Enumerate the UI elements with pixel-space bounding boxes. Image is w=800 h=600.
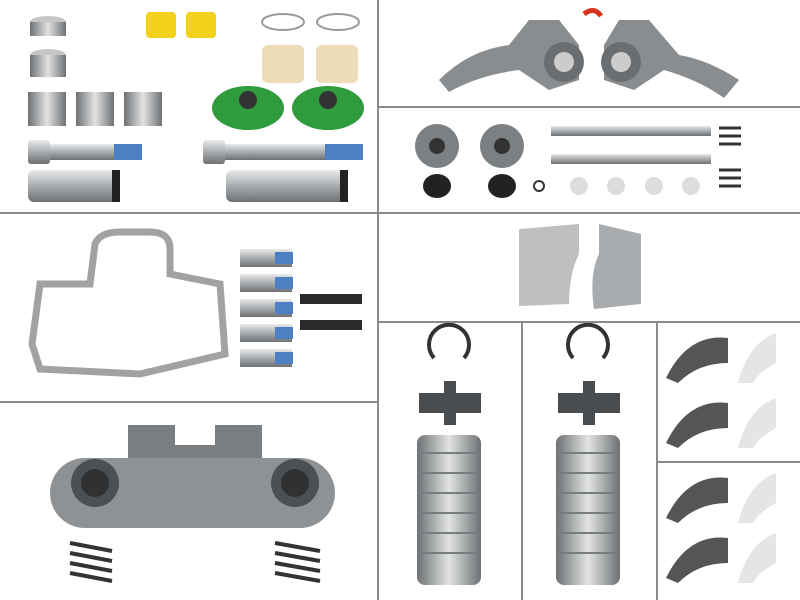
divider-bottom-v1	[521, 322, 523, 600]
tappet-boot-right-image	[523, 323, 656, 600]
divider-left-2	[0, 401, 378, 403]
green-seals	[212, 86, 364, 130]
divider-right-3	[378, 321, 800, 323]
bridge-block-image	[379, 214, 800, 321]
divider-right-1	[378, 106, 800, 108]
needle-bearings-bottom-image	[658, 463, 800, 600]
adjuster-gears-image	[379, 108, 800, 212]
gasket-bolt-kit-image	[0, 214, 377, 401]
pins	[28, 170, 348, 202]
caps	[30, 16, 66, 77]
divider-right-2	[378, 212, 800, 214]
needle-bearings-top-image	[658, 323, 800, 461]
caliper-pin-kit-image	[0, 0, 377, 212]
bridge-bracket-springs-image	[0, 403, 377, 600]
divider-vertical-main	[377, 0, 379, 600]
sleeves	[28, 92, 162, 126]
bolts	[28, 140, 363, 164]
yellow-bushings	[146, 12, 216, 38]
tappet-boot-left-image	[379, 323, 521, 600]
divider-left-1	[0, 212, 378, 214]
adjuster-levers-image	[379, 0, 800, 106]
divider-bearing-h	[657, 461, 800, 463]
